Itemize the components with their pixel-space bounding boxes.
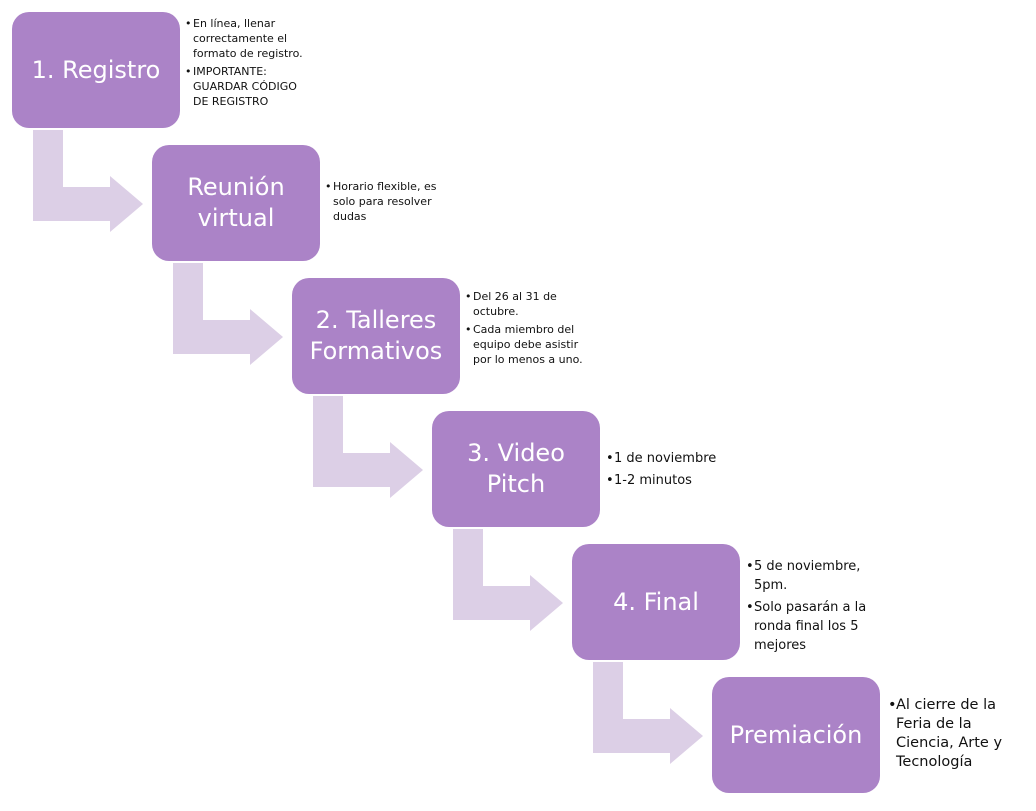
- arrow-reunion-to-talleres: [173, 263, 283, 365]
- step-talleres-formativos: 2. Talleres Formativos: [292, 278, 460, 394]
- notes-video-pitch: 1 de noviembre 1-2 minutos: [606, 449, 736, 493]
- step-registro: 1. Registro: [12, 12, 180, 128]
- note-video-2: 1-2 minutos: [606, 471, 736, 490]
- note-registro-1: En línea, llenar correctamente el format…: [185, 16, 307, 61]
- arrow-final-to-premiacion: [593, 662, 703, 764]
- note-premiacion-1: Al cierre de la Feria de la Ciencia, Art…: [888, 696, 1020, 772]
- note-talleres-1: Del 26 al 31 de octubre.: [465, 289, 585, 319]
- notes-premiacion: Al cierre de la Feria de la Ciencia, Art…: [888, 696, 1020, 775]
- note-registro-2: IMPORTANTE: GUARDAR CÓDIGO DE REGISTRO: [185, 64, 307, 109]
- arrow-registro-to-reunion: [33, 130, 143, 232]
- note-video-1: 1 de noviembre: [606, 449, 736, 468]
- notes-registro: En línea, llenar correctamente el format…: [185, 16, 307, 112]
- notes-final: 5 de noviembre, 5pm. Solo pasarán a la r…: [746, 557, 874, 658]
- arrow-video-to-final: [453, 529, 563, 631]
- step-final: 4. Final: [572, 544, 740, 660]
- note-talleres-2: Cada miembro del equipo debe asistir por…: [465, 322, 585, 367]
- step-video-pitch: 3. Video Pitch: [432, 411, 600, 527]
- note-final-1: 5 de noviembre, 5pm.: [746, 557, 874, 595]
- step-premiacion: Premiación: [712, 677, 880, 793]
- step-reunion-virtual: Reunión virtual: [152, 145, 320, 261]
- note-final-2: Solo pasarán a la ronda final los 5 mejo…: [746, 598, 874, 655]
- notes-reunion-virtual: Horario flexible, es solo para resolver …: [325, 179, 445, 227]
- notes-talleres-formativos: Del 26 al 31 de octubre. Cada miembro de…: [465, 289, 585, 370]
- arrow-talleres-to-video: [313, 396, 423, 498]
- note-reunion-1: Horario flexible, es solo para resolver …: [325, 179, 445, 224]
